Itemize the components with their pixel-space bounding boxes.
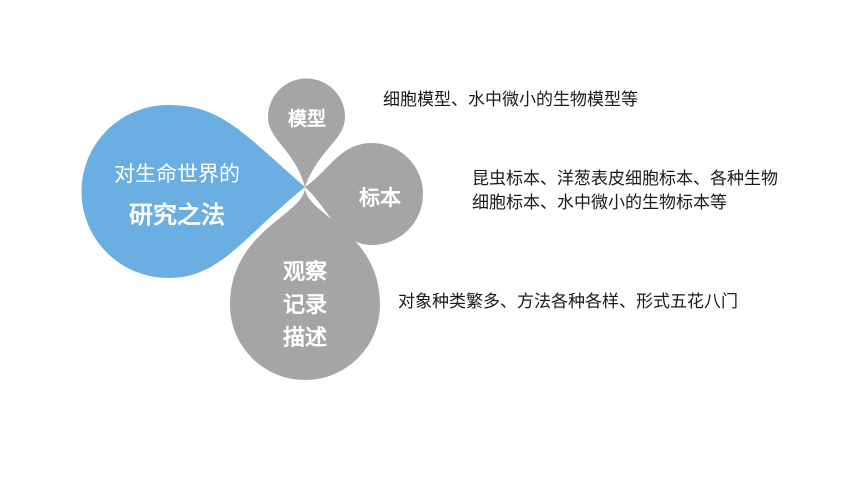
petal-observe-label-2: 记录 bbox=[282, 293, 327, 318]
model-description: 细胞模型、水中微小的生物模型等 bbox=[383, 90, 638, 110]
petal-model bbox=[268, 78, 345, 187]
specimen-description-line2: 细胞标本、水中微小的生物标本等 bbox=[472, 193, 727, 213]
petal-observe-label-3: 描述 bbox=[282, 326, 327, 351]
petal-model-label: 模型 bbox=[287, 108, 326, 130]
center-teardrop bbox=[81, 105, 306, 279]
center-title-line1: 对生命世界的 bbox=[114, 162, 240, 186]
center-title-line2: 研究之法 bbox=[129, 201, 225, 229]
petal-specimen-label: 标本 bbox=[359, 186, 401, 210]
specimen-description-line1: 昆虫标本、洋葱表皮细胞标本、各种生物 bbox=[472, 169, 778, 189]
petal-observe-label-1: 观察 bbox=[282, 260, 327, 285]
observe-description: 对象种类繁多、方法各种各样、形式五花八门 bbox=[398, 292, 738, 312]
petal-observe bbox=[230, 187, 380, 381]
petal-specimen bbox=[305, 143, 423, 245]
